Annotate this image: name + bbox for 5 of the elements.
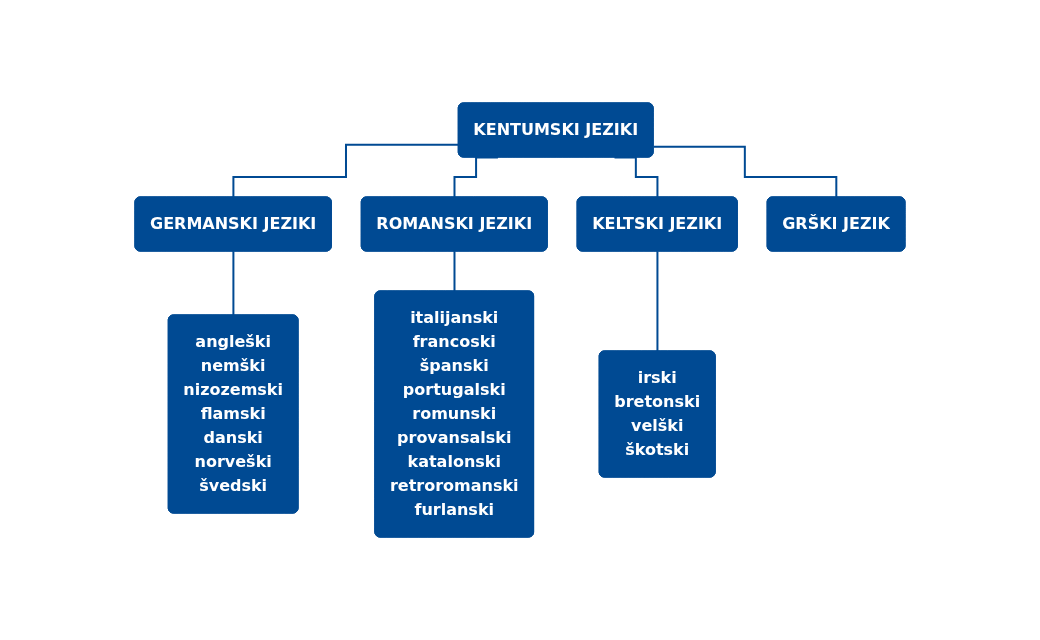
connector [656,250,659,353]
connector [232,143,460,199]
connector [232,250,235,317]
connector [652,145,838,199]
connector [453,250,456,293]
